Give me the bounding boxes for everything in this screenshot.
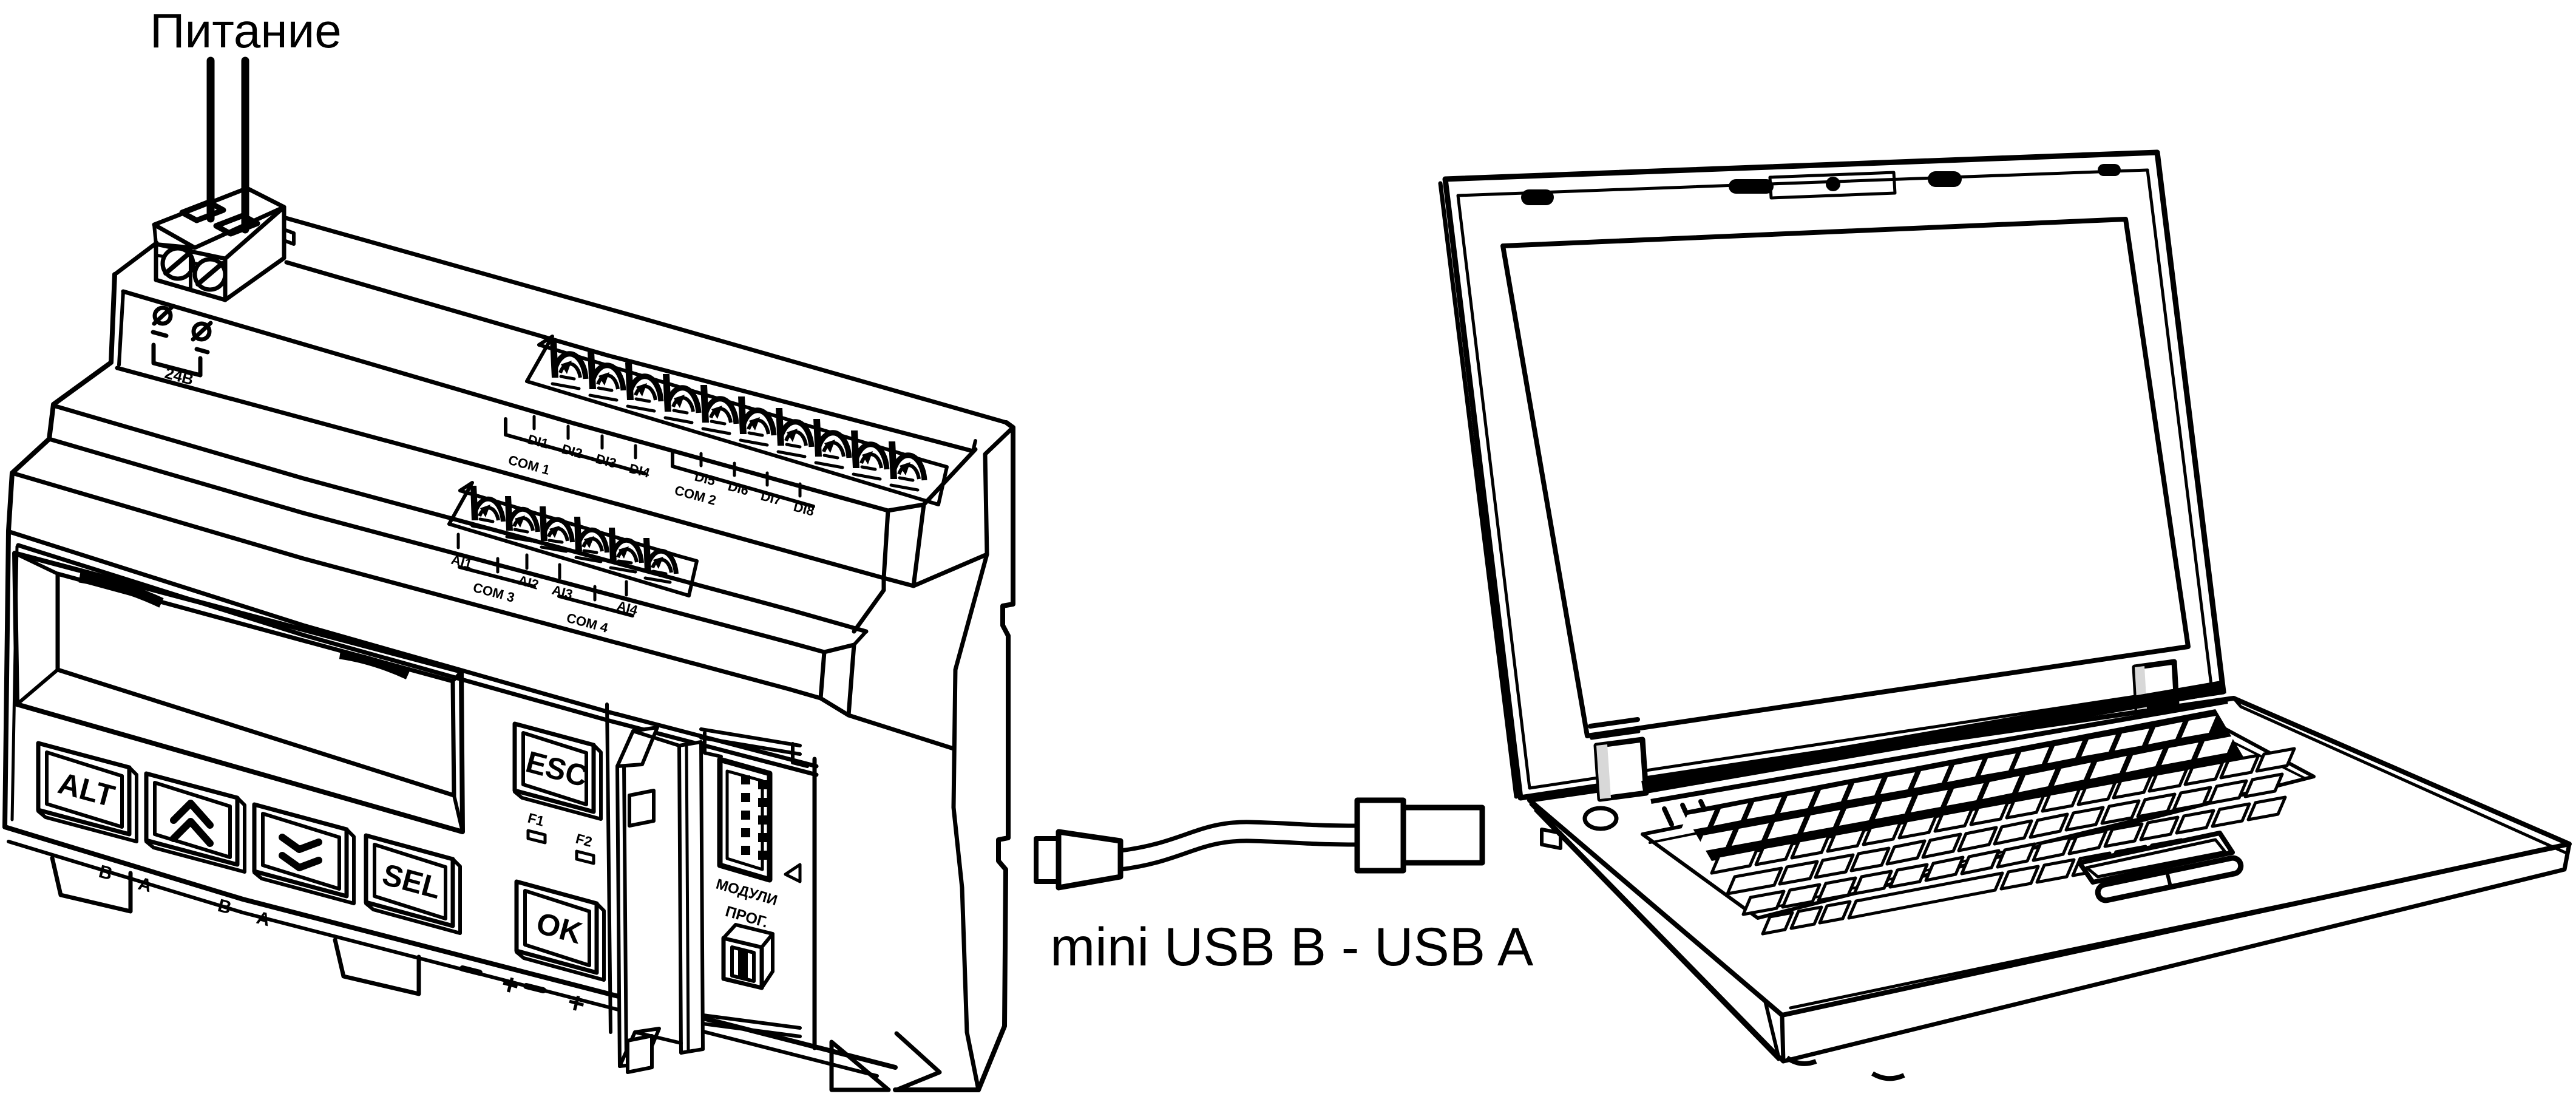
svg-text:Питание: Питание	[150, 4, 342, 58]
svg-text:mini USB B - USB A: mini USB B - USB A	[1050, 916, 1534, 977]
